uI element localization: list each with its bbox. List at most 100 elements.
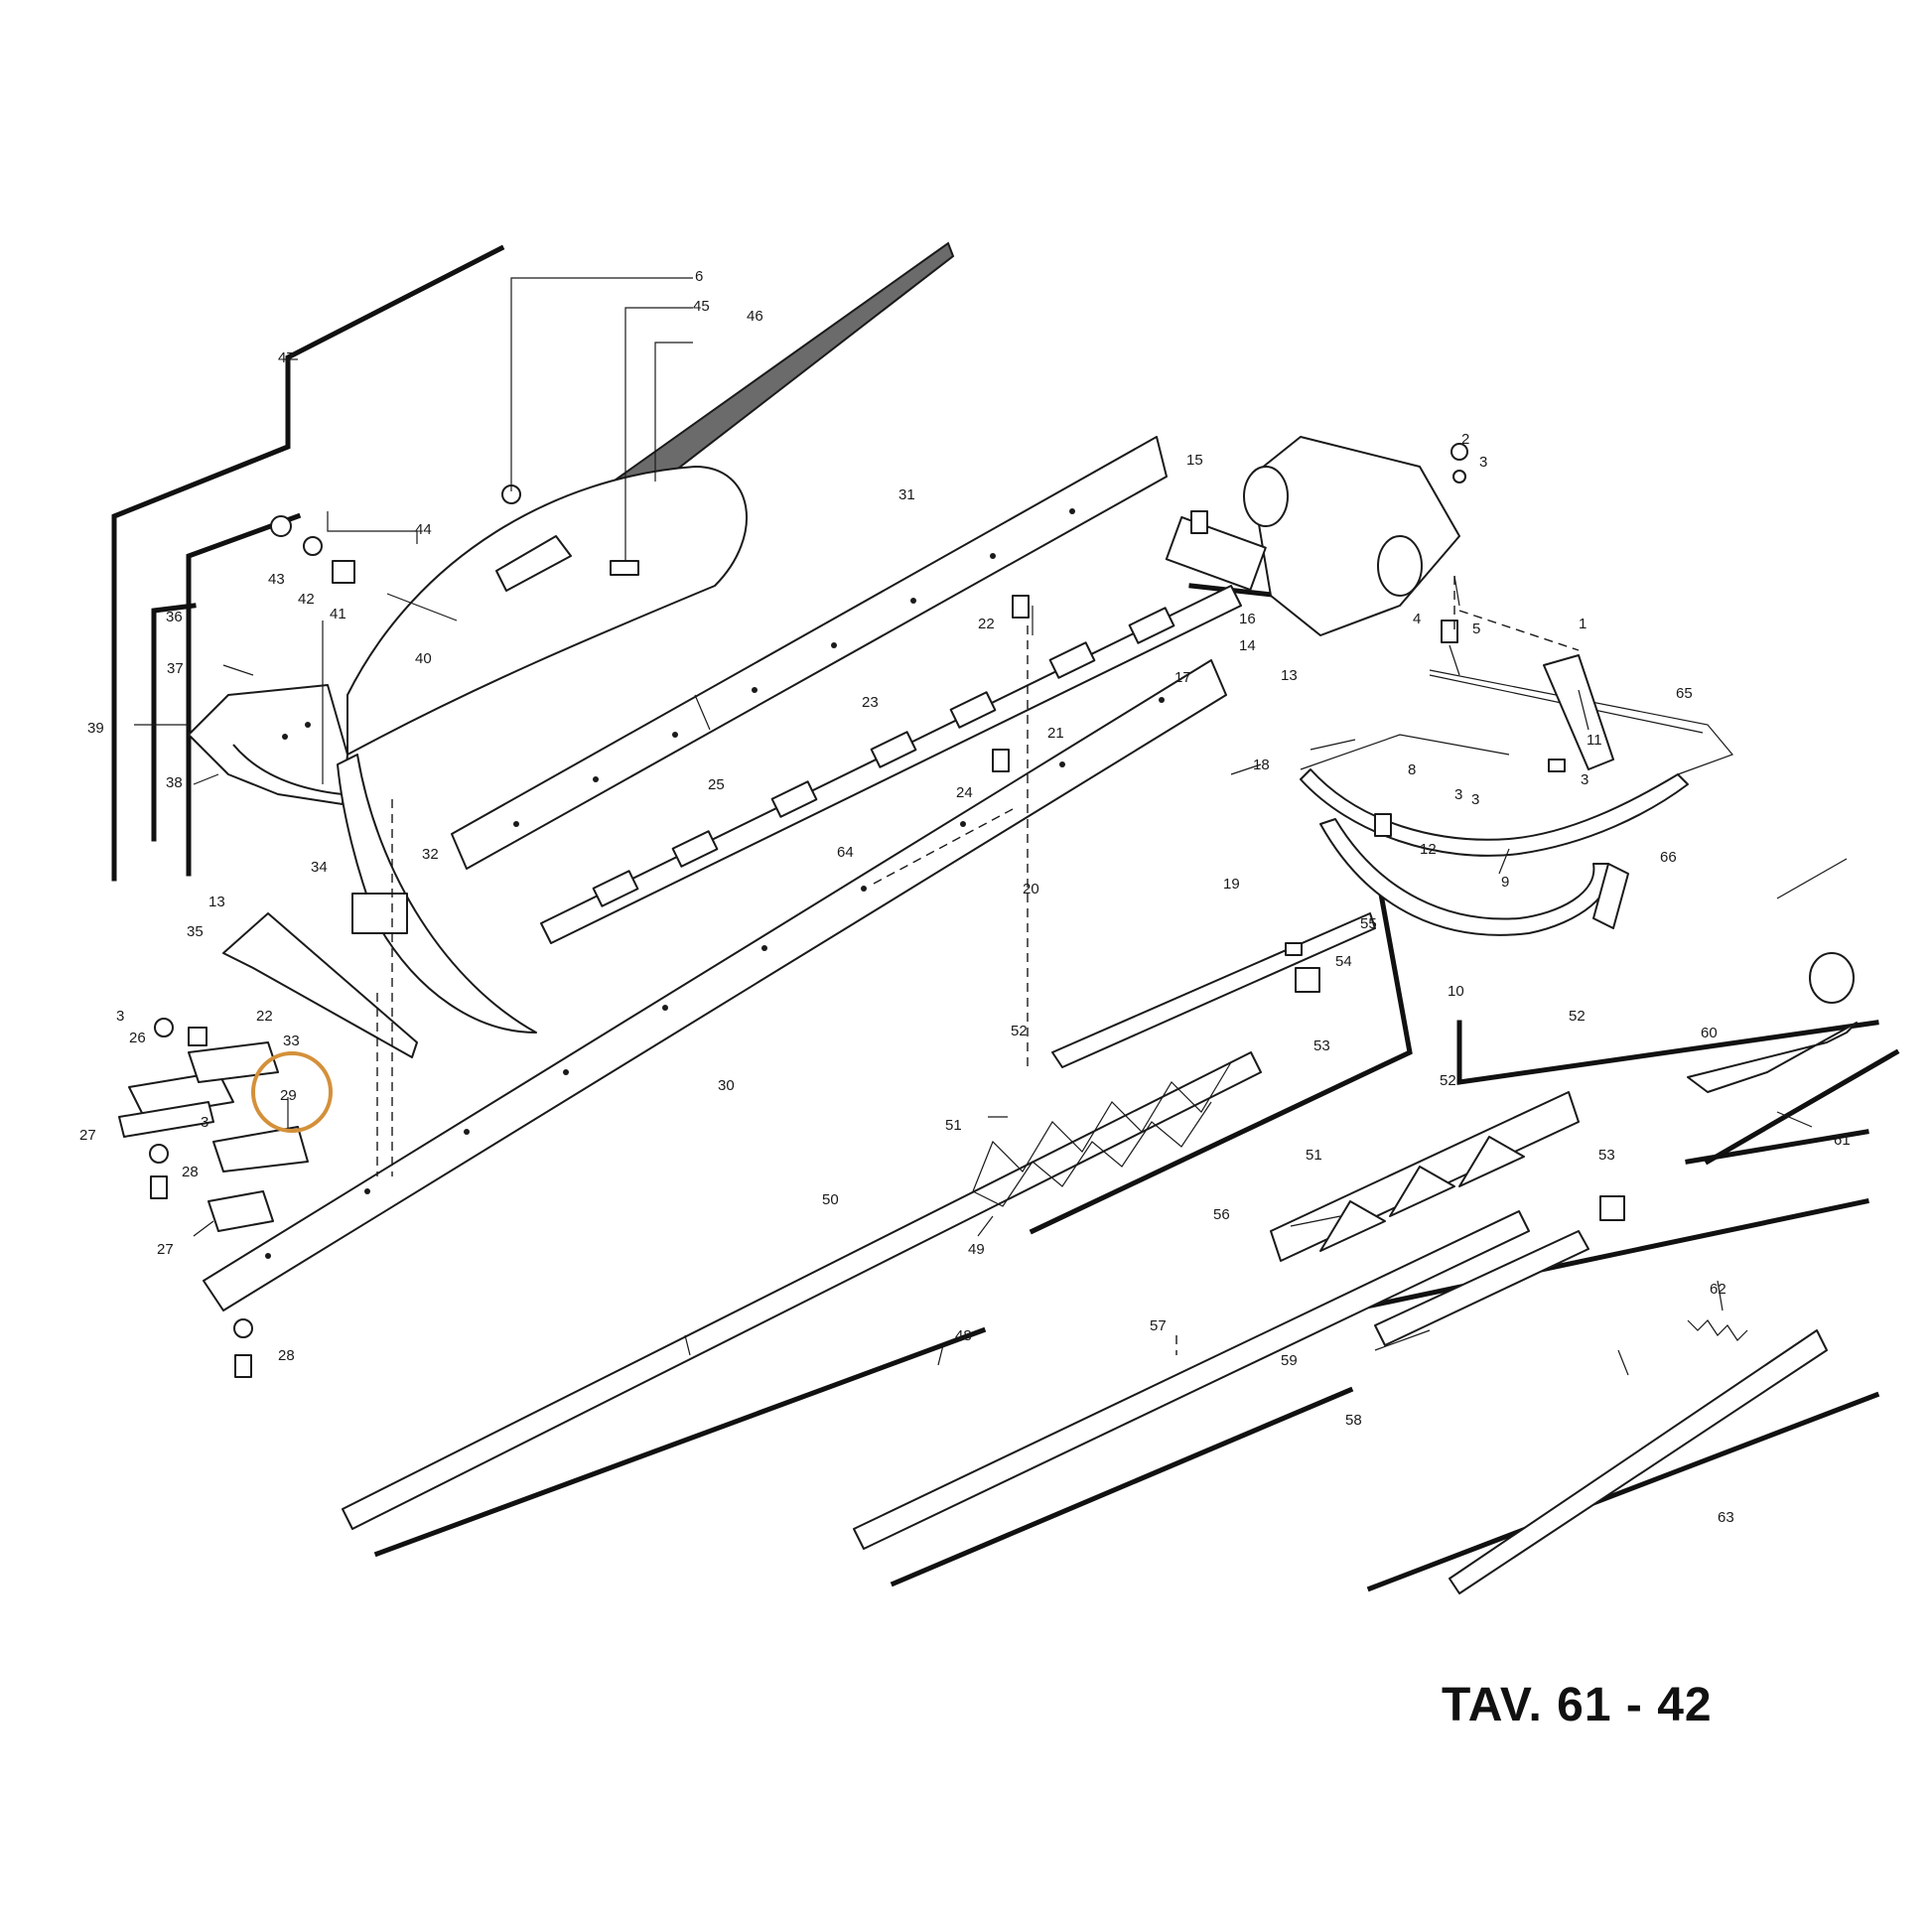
callout-1: 1 [1579,616,1587,632]
callout-11: 11 [1587,732,1602,749]
table-title: TAV. 61 - 42 [1442,1679,1713,1731]
part-29-clamp [212,1126,309,1173]
callout-12: 12 [1420,841,1437,858]
callout-4: 4 [1413,611,1421,627]
callout-5: 5 [1472,621,1480,637]
part-27-clamp [118,1101,274,1232]
callout-2: 2 [1461,431,1469,448]
callout-13: 13 [1281,667,1298,684]
callout-58: 58 [1345,1412,1362,1429]
callout-28: 28 [182,1164,199,1180]
callout-20: 20 [1023,881,1039,897]
callout-44: 44 [415,521,432,538]
callout-9: 9 [1501,874,1509,891]
callout-31: 31 [898,486,915,503]
part-10-skid [1319,818,1629,936]
part-46-divider [346,241,955,756]
callout-50: 50 [822,1191,839,1208]
callout-53: 53 [1313,1037,1330,1054]
callout-3: 3 [201,1114,208,1131]
callout-labels: 1 2 3 3 3 3 3 3 4 5 6 8 9 10 11 12 13 13… [79,268,1851,1526]
callout-3: 3 [116,1008,124,1025]
callout-27: 27 [79,1127,96,1144]
callout-48: 48 [955,1327,972,1344]
part-59-plate [1374,1230,1589,1346]
callout-45: 45 [693,298,710,315]
callout-37: 37 [167,660,184,677]
assembly-lines [376,576,1580,1355]
callout-64: 64 [837,844,854,861]
callout-21: 21 [1047,725,1064,742]
callout-52: 52 [1440,1072,1456,1089]
part-32-inner-shoe [337,754,537,1034]
part-9-skid [1300,734,1689,857]
highlight-ring-29 [251,1051,333,1133]
callout-62: 62 [1710,1281,1726,1298]
part-39-outer-shoe [188,684,348,805]
callout-53: 53 [1598,1147,1615,1164]
callout-59: 59 [1281,1352,1298,1369]
callout-49: 49 [968,1241,985,1258]
callout-3: 3 [1454,786,1462,803]
group-brackets [111,244,1900,1592]
callout-23: 23 [862,694,879,711]
callout-6: 6 [695,268,703,285]
callout-16: 16 [1239,611,1256,627]
part-60-guard-finger [1687,952,1858,1093]
callout-18: 18 [1253,757,1270,773]
callout-22: 22 [256,1008,273,1025]
part-57-guard-bar [853,1210,1530,1550]
callout-39: 39 [87,720,104,737]
callout-27: 27 [157,1241,174,1258]
callout-52: 52 [1011,1023,1028,1039]
callout-30: 30 [718,1077,735,1094]
callout-60: 60 [1701,1025,1718,1041]
callout-33: 33 [283,1033,300,1049]
part-gearbox-yoke [1165,436,1460,636]
callout-26: 26 [129,1030,146,1046]
part-25-clamp-bar [540,585,1242,944]
callout-32: 32 [422,846,439,863]
part-30-cutter-bar [203,659,1227,1311]
callout-36: 36 [166,609,183,625]
callout-29: 29 [280,1087,297,1104]
callout-43: 43 [268,571,285,588]
callout-3: 3 [1471,791,1479,808]
callout-56: 56 [1213,1206,1230,1223]
callout-8: 8 [1408,761,1416,778]
part-65-rod [1429,654,1734,775]
part-48-knife [342,1051,1262,1530]
callout-28: 28 [278,1347,295,1364]
part-33-shoe-plate [222,912,418,1058]
callout-24: 24 [956,784,973,801]
callout-65: 65 [1676,685,1693,702]
callout-52: 52 [1569,1008,1586,1025]
callout-15: 15 [1186,452,1203,469]
part-31-upper-bar [451,436,1168,870]
callout-35: 35 [187,923,204,940]
callout-63: 63 [1718,1509,1734,1526]
callout-14: 14 [1239,637,1256,654]
callout-3: 3 [1479,454,1487,471]
leader-lines [134,277,1848,1376]
callout-46: 46 [747,308,763,325]
callout-41: 41 [330,606,346,622]
part-63-bar [1449,1329,1828,1594]
callout-3: 3 [1581,771,1588,788]
callout-57: 57 [1150,1317,1167,1334]
callout-61: 61 [1834,1132,1851,1149]
callout-54: 54 [1335,953,1352,970]
callout-55: 55 [1360,915,1377,932]
callout-38: 38 [166,774,183,791]
callout-51: 51 [1306,1147,1322,1164]
callout-10: 10 [1448,983,1464,1000]
callout-40: 40 [415,650,432,667]
callout-25: 25 [708,776,725,793]
callout-34: 34 [311,859,328,876]
callout-66: 66 [1660,849,1677,866]
callout-22: 22 [978,616,995,632]
hardware [149,443,1625,1378]
part-62-spring [1687,1319,1748,1341]
